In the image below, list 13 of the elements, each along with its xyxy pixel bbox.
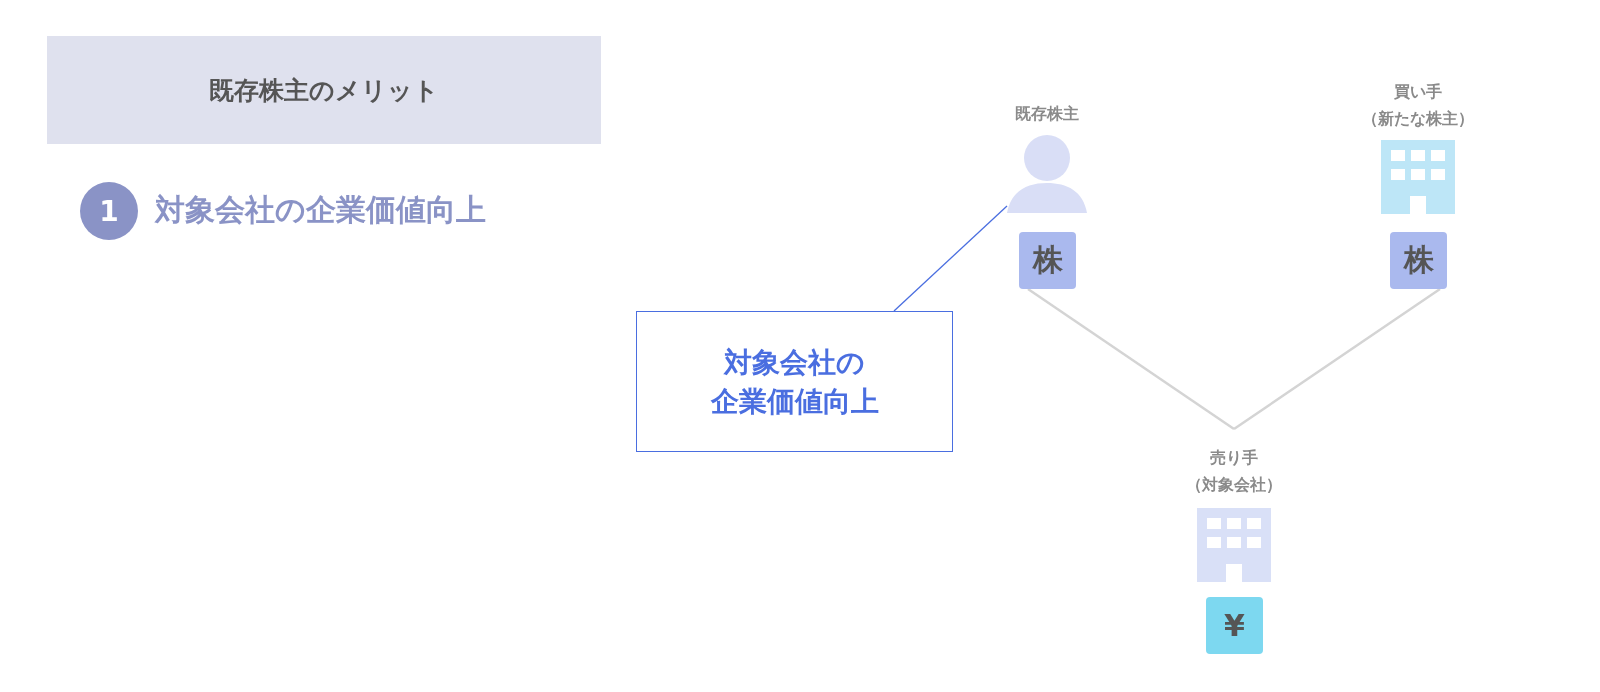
heading-text: 対象会社の企業価値向上	[155, 191, 486, 229]
callout-box: 対象会社の企業価値向上	[636, 311, 953, 452]
stock-badge: 株	[1390, 232, 1447, 289]
connector-line	[1233, 287, 1441, 431]
party-label: 買い手（新たな株主）	[1361, 81, 1475, 130]
header-band: 既存株主のメリット	[47, 36, 601, 144]
party-label: 既存株主	[1014, 103, 1080, 125]
party-label: 売り手（対象会社）	[1185, 447, 1283, 496]
stock-badge: 株	[1019, 232, 1076, 289]
leader-line	[893, 205, 1008, 312]
stock-badge: ¥	[1206, 597, 1263, 654]
number-circle: 1	[80, 182, 138, 240]
connector-line	[1027, 287, 1235, 431]
